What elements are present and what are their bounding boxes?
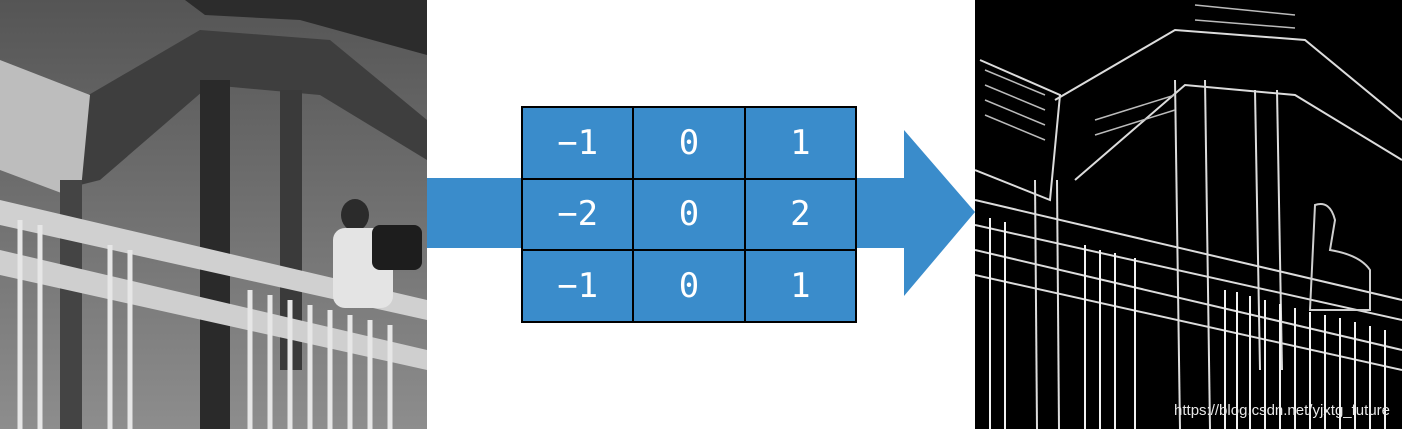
kernel-cell: 1 [745,251,855,321]
kernel-cell: 2 [745,179,855,250]
output-photo: https://blog.csdn.net/yjxtg_future [975,0,1402,429]
kernel-cell: 0 [634,251,744,321]
sobel-kernel-grid: −1 0 1 −2 0 2 −1 0 1 [521,106,857,323]
kernel-cell: 1 [745,108,855,178]
kernel-cell: −1 [523,251,633,321]
kernel-cell: 0 [634,108,744,178]
input-photo [0,0,427,429]
kernel-cell: −2 [523,179,633,250]
kernel-cell: −1 [523,108,633,178]
kernel-cell: 0 [634,179,744,250]
watermark-text: https://blog.csdn.net/yjxtg_future [1174,402,1390,419]
